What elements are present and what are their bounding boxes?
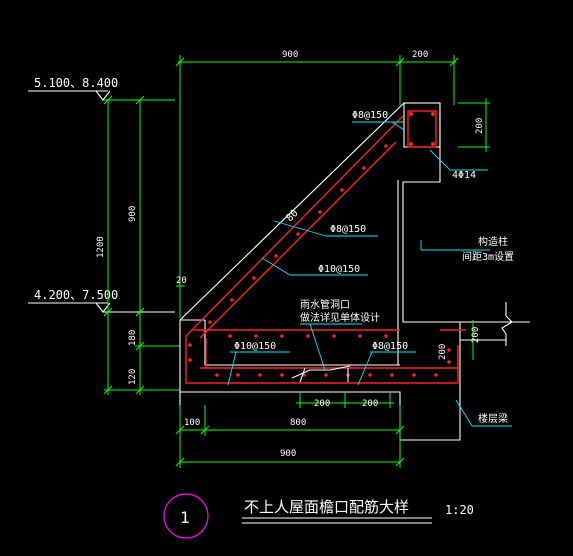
dim-bottom-100: 100 <box>184 418 200 428</box>
label-rebar-diag2: Φ10@150 <box>318 264 360 275</box>
dim-left-120: 120 <box>128 369 138 385</box>
dim-top-900: 900 <box>282 50 298 60</box>
level-top: 5.100、8.400 <box>28 76 165 101</box>
detail-number: 1 <box>180 508 190 527</box>
drawing-scale: 1:20 <box>445 503 474 517</box>
level-bottom: 4.200、7.500 <box>28 288 175 313</box>
dim-left-180: 180 <box>128 330 138 346</box>
label-gzz: 构造柱 <box>478 235 508 248</box>
dim-20-group: 20 <box>176 276 187 300</box>
level-top-label: 5.100、8.400 <box>34 76 118 90</box>
dim-top-200: 200 <box>412 50 428 60</box>
dim-inner-200a: 200 <box>314 399 330 409</box>
annotations: Φ8@150 4Φ14 Φ8@150 Φ10@150 80 构造柱 间距3m设置… <box>227 110 514 427</box>
dim-bottom-800: 800 <box>290 418 306 428</box>
dim-right-wall-200: 200 <box>471 327 481 343</box>
top-dimension: 900 200 <box>175 50 459 318</box>
dim-inner-vert-200: 200 <box>438 344 448 360</box>
left-dimensions: 1200 900 180 120 <box>96 95 180 395</box>
drain-pipe <box>291 365 351 383</box>
dim-left-900: 900 <box>128 206 138 222</box>
label-ring-beam: 楼层梁 <box>478 412 508 425</box>
dim-bottom-900: 900 <box>280 449 296 459</box>
dim-inner-200b: 200 <box>362 399 378 409</box>
label-4phi14: 4Φ14 <box>452 170 476 181</box>
dim-small-20: 20 <box>176 276 187 286</box>
right-dimensions: 200 200 200 <box>438 98 490 360</box>
level-bottom-label: 4.200、7.500 <box>34 288 118 302</box>
label-drain2: 做法详见单体设计 <box>300 311 380 324</box>
wall-break <box>470 302 530 346</box>
title-block: 1 不上人屋面檐口配筋大样 1:20 <box>163 493 474 539</box>
label-gzz-spacing: 间距3m设置 <box>462 250 514 263</box>
label-rebar-bottom-left: Φ10@150 <box>234 341 276 352</box>
drawing-title: 不上人屋面檐口配筋大样 <box>244 498 409 516</box>
label-rebar-bottom-right: Φ8@150 <box>372 341 408 352</box>
dim-right-200: 200 <box>475 118 485 134</box>
dim-left-1200: 1200 <box>96 236 106 258</box>
bottom-dimensions: 100 800 900 200 200 <box>175 392 405 468</box>
rebar-dots <box>188 144 451 377</box>
label-rebar-top: Φ8@150 <box>352 110 388 121</box>
top-column-box <box>403 102 441 148</box>
label-drain1: 雨水管洞口 <box>300 298 350 311</box>
label-rebar-diag1: Φ8@150 <box>330 224 366 235</box>
rebar-lines <box>185 115 466 384</box>
